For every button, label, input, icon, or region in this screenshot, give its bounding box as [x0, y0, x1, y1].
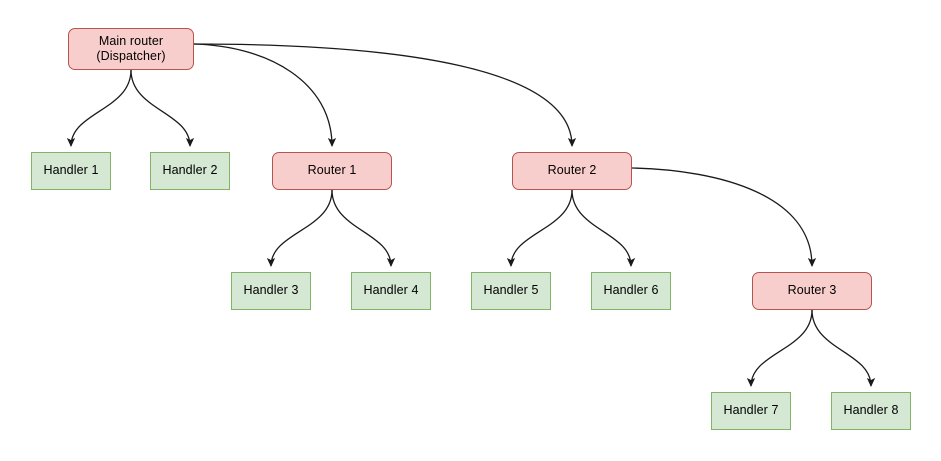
node-handler3[interactable]: Handler 3 [231, 272, 311, 310]
edge-router1-to-handler4 [331, 189, 396, 268]
edge-router3-to-handler8 [811, 309, 876, 388]
edge-router2-to-handler6 [571, 189, 636, 268]
node-handler7[interactable]: Handler 7 [711, 392, 791, 430]
node-router3[interactable]: Router 3 [752, 272, 872, 310]
edge-router1-to-handler3 [266, 189, 333, 268]
edge-router2-to-router3 [631, 167, 817, 268]
node-main[interactable]: Main router (Dispatcher) [68, 28, 194, 70]
node-handler4[interactable]: Handler 4 [351, 272, 431, 310]
edge-main-to-router1 [193, 43, 337, 148]
edge-main-to-router2 [193, 43, 577, 148]
node-handler8[interactable]: Handler 8 [831, 392, 911, 430]
edge-main-to-handler2 [130, 69, 195, 148]
node-handler1[interactable]: Handler 1 [31, 152, 111, 190]
edge-router3-to-handler7 [746, 309, 813, 388]
node-handler6[interactable]: Handler 6 [591, 272, 671, 310]
node-handler2[interactable]: Handler 2 [150, 152, 230, 190]
edge-main-to-handler1 [66, 69, 132, 148]
edge-group [66, 43, 876, 388]
node-handler5[interactable]: Handler 5 [471, 272, 551, 310]
node-router2[interactable]: Router 2 [512, 152, 632, 190]
node-router1[interactable]: Router 1 [272, 152, 392, 190]
edge-router2-to-handler5 [506, 189, 573, 268]
